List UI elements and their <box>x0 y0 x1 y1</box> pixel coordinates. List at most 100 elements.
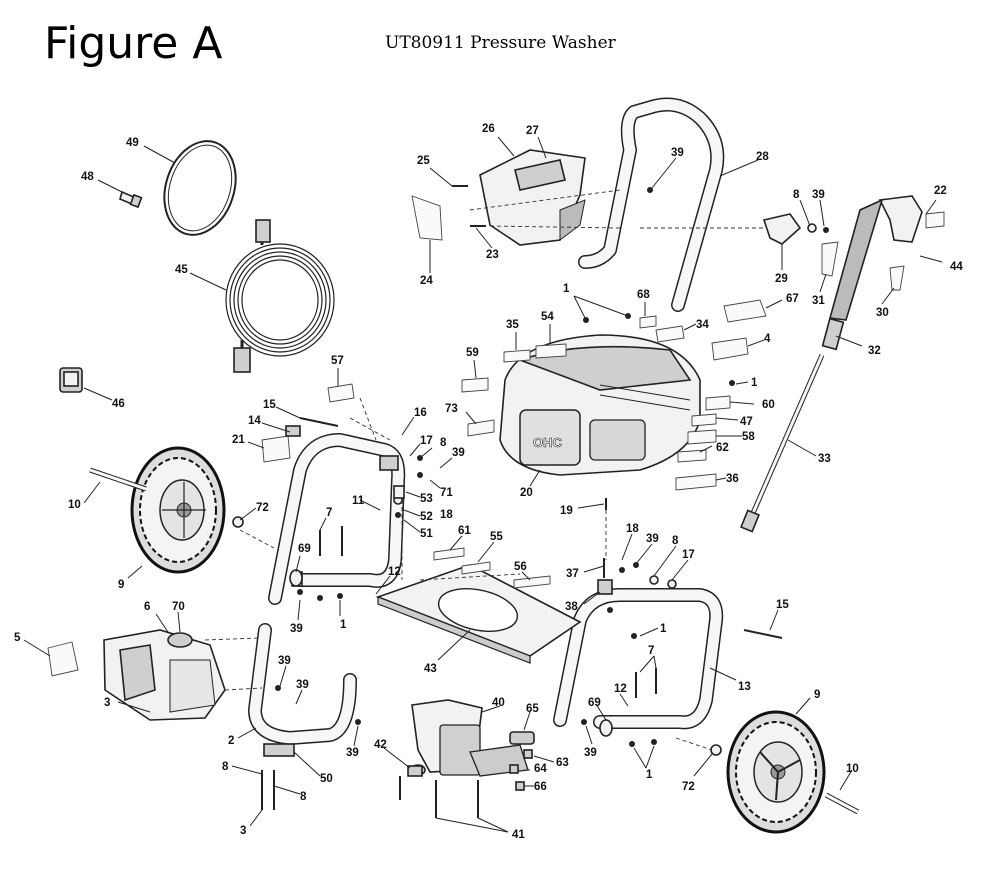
callout: 18 <box>440 509 453 521</box>
callout: 12 <box>388 566 401 578</box>
part-20-engine: OHC <box>499 334 701 476</box>
callout: 56 <box>514 561 527 573</box>
callout: 57 <box>331 355 344 367</box>
part-5-decal <box>47 641 79 677</box>
callout: 1 <box>340 619 347 631</box>
callout: 14 <box>248 415 261 427</box>
callout: 39 <box>646 533 659 545</box>
hardware-fasteners <box>261 185 829 818</box>
callout: 10 <box>68 499 81 511</box>
callout: 69 <box>298 543 311 555</box>
callout: 68 <box>637 289 650 301</box>
callout: 73 <box>445 403 458 415</box>
callout: 2 <box>228 735 234 747</box>
callout-numbers: 49 48 45 46 57 15 14 21 16 17 8 39 71 18… <box>14 123 963 841</box>
part-2-lower-frame <box>248 623 357 745</box>
model-title: UT80911 Pressure Washer <box>385 33 616 53</box>
callout: 51 <box>420 528 433 540</box>
callout: 8 <box>300 791 307 803</box>
callout: 55 <box>490 531 503 543</box>
callout: 50 <box>320 773 333 785</box>
callout: 6 <box>144 601 150 613</box>
callout: 8 <box>672 535 679 547</box>
callout: 35 <box>506 319 519 331</box>
callout: 52 <box>420 511 433 523</box>
callout: 1 <box>660 623 667 635</box>
part-9-right-wheel <box>726 710 826 834</box>
part-48-fitting <box>119 190 143 209</box>
callout: 18 <box>626 523 639 535</box>
callout: 28 <box>756 151 769 163</box>
callout: 40 <box>492 697 505 709</box>
callout: 39 <box>584 747 597 759</box>
callout: 45 <box>175 264 188 276</box>
callout: 39 <box>671 147 684 159</box>
callout: 46 <box>112 398 125 410</box>
callout: 71 <box>440 487 453 499</box>
part-13-right-frame <box>553 588 724 730</box>
part-29-bracket <box>762 213 802 245</box>
callout: 17 <box>682 549 695 561</box>
callout: 3 <box>240 825 246 837</box>
callout: 59 <box>466 347 479 359</box>
callout: 32 <box>868 345 881 357</box>
callout: 24 <box>420 275 433 287</box>
callout: 9 <box>814 689 820 701</box>
callout: 25 <box>417 155 430 167</box>
callout: 19 <box>560 505 573 517</box>
callout: 39 <box>346 747 359 759</box>
callout: 1 <box>563 283 570 295</box>
callout: 11 <box>352 495 365 507</box>
callout: 49 <box>126 137 139 149</box>
callout: 15 <box>263 399 276 411</box>
part-22-spray-gun <box>821 195 923 351</box>
callout: 48 <box>81 171 94 183</box>
part-40-pump <box>410 699 535 777</box>
callout: 8 <box>440 437 447 449</box>
part-10-left-axle <box>89 467 147 492</box>
callout: 23 <box>486 249 499 261</box>
callout: 39 <box>452 447 465 459</box>
callout: 54 <box>541 311 554 323</box>
callout: 42 <box>374 739 387 751</box>
callout: 38 <box>565 601 578 613</box>
callout: 66 <box>534 781 547 793</box>
callout: 13 <box>738 681 751 693</box>
callout: 64 <box>534 763 547 775</box>
callout: 61 <box>458 525 471 537</box>
callout: 29 <box>775 273 788 285</box>
callout: 15 <box>776 599 789 611</box>
callout: 34 <box>696 319 709 331</box>
decal-labels <box>261 211 945 589</box>
callout: 72 <box>682 781 695 793</box>
callout: 21 <box>232 434 245 446</box>
part-6-shroud <box>103 629 226 721</box>
callout: 1 <box>751 377 758 389</box>
callout: 30 <box>876 307 889 319</box>
callout: 70 <box>172 601 185 613</box>
part-10-right-axle <box>824 792 860 815</box>
callout: 10 <box>846 763 859 775</box>
callout: 33 <box>818 453 831 465</box>
callout: 39 <box>296 679 309 691</box>
callout: 31 <box>812 295 825 307</box>
part-46-nozzle <box>59 367 83 393</box>
callout: 8 <box>793 189 800 201</box>
callout: 72 <box>256 502 269 514</box>
callout: 44 <box>950 261 963 273</box>
callout: 16 <box>414 407 427 419</box>
callout: 43 <box>424 663 437 675</box>
leader-lines <box>23 136 943 833</box>
callout: 12 <box>614 683 627 695</box>
callout: 53 <box>420 493 433 505</box>
callout: 63 <box>556 757 569 769</box>
callout: 7 <box>326 507 332 519</box>
callout: 60 <box>762 399 775 411</box>
callout: 39 <box>290 623 303 635</box>
callout: 67 <box>786 293 799 305</box>
callout: 9 <box>118 579 124 591</box>
part-49-cord-loop <box>163 140 237 236</box>
part-27-control-panel <box>479 149 586 246</box>
